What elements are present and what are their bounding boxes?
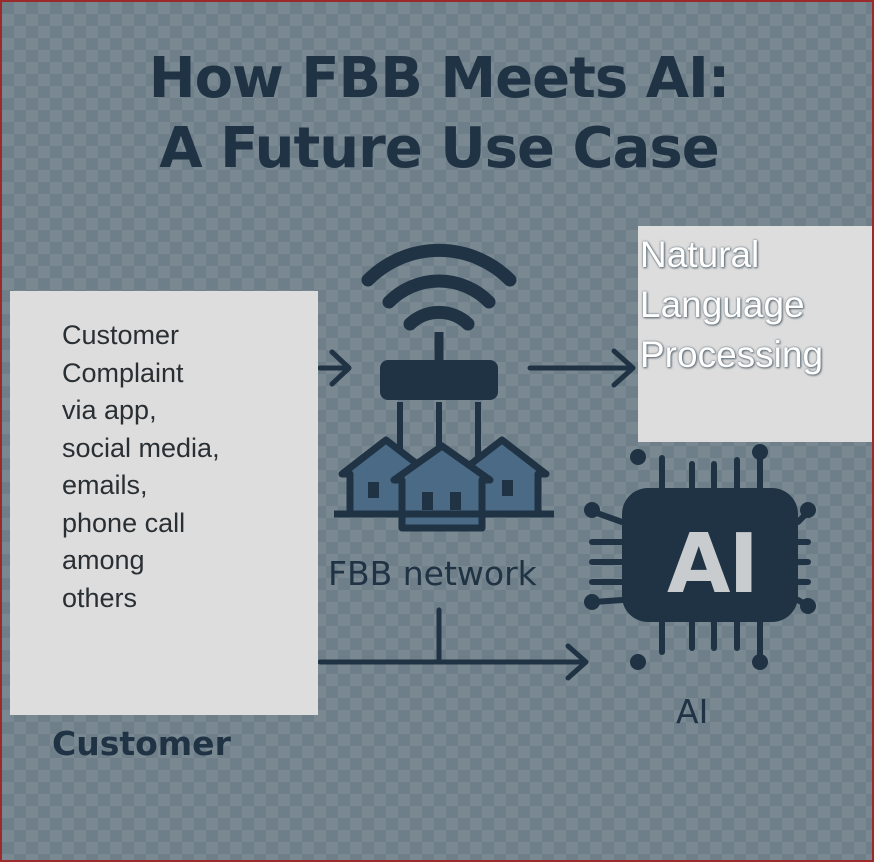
customer-complaint-text: Customer Complaint via app, social media… xyxy=(62,320,220,613)
houses-icon xyxy=(334,436,554,532)
arrow-customer-to-router xyxy=(317,349,352,387)
ai-chip-label: AI xyxy=(667,517,759,612)
customer-label: Customer xyxy=(52,724,231,763)
ai-label: AI xyxy=(676,692,709,731)
page-title: How FBB Meets AI: A Future Use Case xyxy=(2,44,872,184)
wifi-router-icon xyxy=(361,244,517,400)
arrow-network-to-ai xyxy=(317,607,589,681)
nlp-text: Natural Language Processing xyxy=(640,234,824,375)
fbb-network-label: FBB network xyxy=(328,554,537,593)
title-line-1: How FBB Meets AI: xyxy=(148,46,731,111)
arrow-router-to-nlp xyxy=(527,348,636,388)
title-line-2: A Future Use Case xyxy=(159,116,719,181)
customer-complaint-box: Customer Complaint via app, social media… xyxy=(10,291,318,715)
ai-chip-icon xyxy=(584,444,816,670)
nlp-box: Natural Language Processing xyxy=(638,226,872,442)
